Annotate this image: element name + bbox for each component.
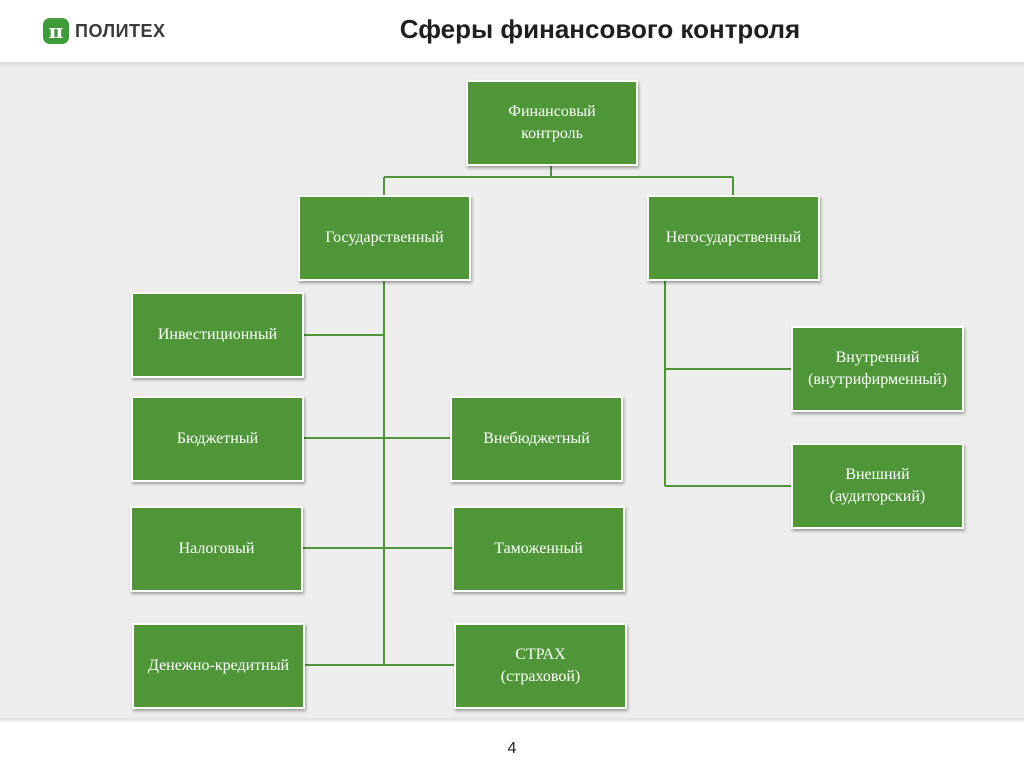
- page-number: 4: [507, 740, 517, 757]
- pi-logo-icon: π: [43, 18, 69, 44]
- logo-text: ПОЛИТЕХ: [75, 20, 166, 41]
- footer-divider: [0, 718, 1024, 722]
- node-internal: Внутренний (внутрифирменный): [791, 326, 964, 412]
- node-customs: Таможенный: [452, 506, 625, 592]
- node-label: Внутренний (внутрифирменный): [808, 349, 947, 388]
- node-tax: Налоговый: [130, 506, 303, 592]
- node-label: Финансовый контроль: [508, 103, 596, 142]
- node-label: Налоговый: [178, 540, 255, 558]
- node-label: Государственный: [325, 229, 444, 247]
- node-label: СТРАХ (страховой): [500, 646, 581, 685]
- node-label: Инвестиционный: [157, 326, 278, 344]
- node-label: Таможенный: [494, 540, 583, 558]
- node-investment: Инвестиционный: [131, 292, 304, 378]
- node-label: Внешний (аудиторский): [829, 466, 926, 505]
- node-financial-control: Финансовый контроль: [466, 80, 638, 166]
- node-label: Внебюджетный: [483, 430, 590, 448]
- node-state: Государственный: [298, 195, 471, 281]
- node-off-budget: Внебюджетный: [450, 396, 623, 482]
- node-label: Бюджетный: [176, 430, 259, 448]
- node-budget: Бюджетный: [131, 396, 304, 482]
- header-divider: [0, 62, 1024, 68]
- politeh-logo: π ПОЛИТЕХ: [43, 17, 166, 45]
- slide-title: Сферы финансового контроля: [399, 14, 801, 44]
- node-nonstate: Негосударственный: [647, 195, 820, 281]
- node-monetary-credit: Денежно-кредитный: [132, 623, 305, 709]
- node-external: Внешний (аудиторский): [791, 443, 964, 529]
- node-label: Негосударственный: [665, 229, 802, 247]
- slide-header: π ПОЛИТЕХ Сферы финансового контроля: [0, 0, 1024, 62]
- node-label: Денежно-кредитный: [147, 657, 290, 675]
- node-insurance: СТРАХ (страховой): [454, 623, 627, 709]
